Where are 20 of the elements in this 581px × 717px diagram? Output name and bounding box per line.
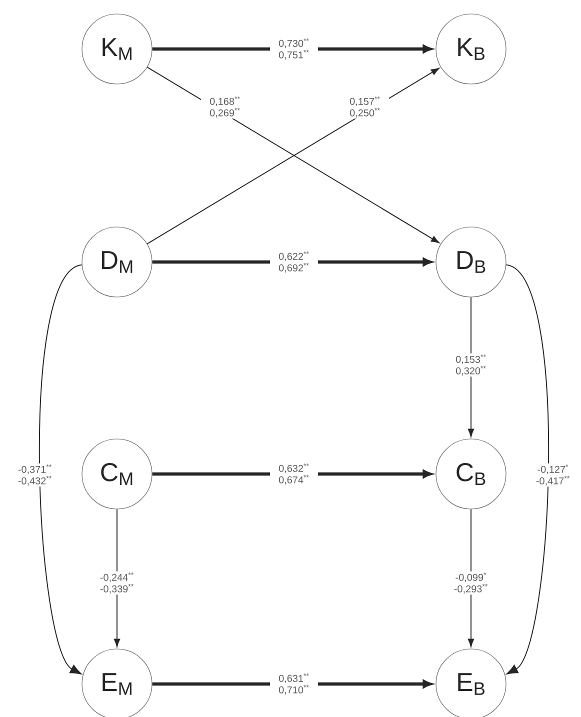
circle-node: D$_{B}$	[436, 226, 506, 298]
circle-node: K$_{M}$	[82, 14, 152, 84]
arrow	[38, 264, 82, 674]
edge-label: -0,371$^{**}$ -0,432$^{**}$	[11, 463, 59, 487]
circle-node: D$_{M}$	[82, 226, 152, 298]
edge-label: 0,632$^{**}$ 0,674$^{**}$	[270, 462, 318, 486]
edge-label: 0,157$^{**}$ 0,250$^{**}$	[341, 95, 389, 119]
edge-label: -0,099$^{*}$ -0,293$^{**}$	[447, 571, 495, 595]
arrow	[506, 264, 550, 674]
circle-node: C$_{B}$	[436, 438, 506, 510]
edge-label: -0,127$^{*}$ -0,417$^{**}$	[529, 463, 577, 487]
edge-label: -0,244$^{**}$ -0,339$^{**}$	[93, 571, 141, 595]
circle-node: C$_{M}$	[82, 438, 152, 510]
arrow	[468, 296, 474, 437]
edge-label: 0,631$^{**}$ 0,710$^{**}$	[270, 672, 318, 696]
circle-node: K$_{B}$	[436, 14, 506, 84]
edge-label: 0,730$^{**}$ 0,751$^{**}$	[270, 37, 318, 61]
edge-label: 0,168$^{**}$ 0,269$^{**}$	[201, 95, 249, 119]
edge-label: 0,622$^{**}$ 0,692$^{**}$	[270, 250, 318, 274]
edge-label: 0,153$^{**}$ 0,320$^{**}$	[447, 353, 495, 377]
